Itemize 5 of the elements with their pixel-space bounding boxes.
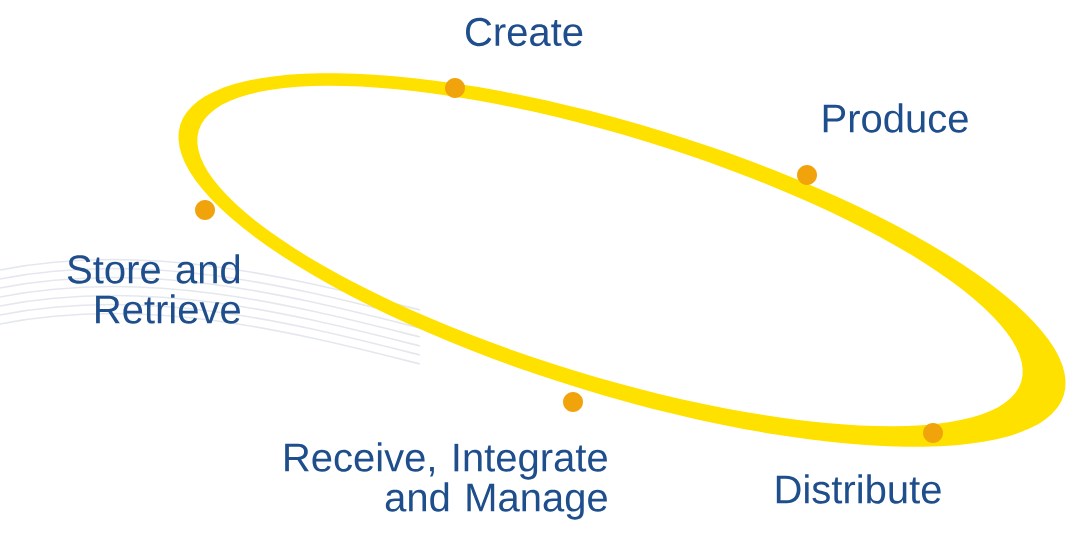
stage-label: Create (466, 17, 583, 47)
stage-label: Receive, Integrate and Manage (285, 442, 607, 520)
stage-label: Produce (823, 103, 968, 133)
stage-label: Distribute (776, 474, 941, 504)
stage-label: Store and Retrieve (67, 254, 240, 324)
